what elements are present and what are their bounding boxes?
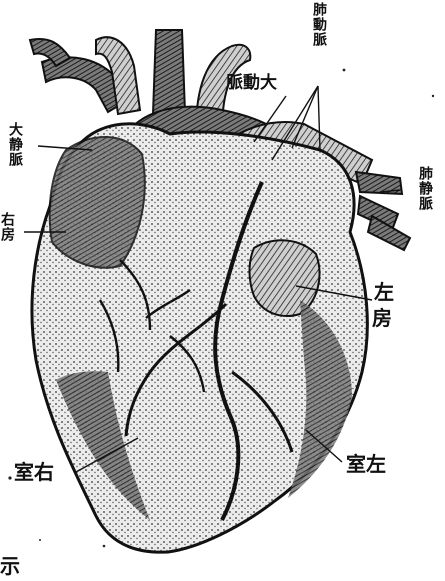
right-atrium-region (50, 137, 145, 268)
right-ventricle-label: 室右 (14, 462, 54, 482)
caption-fragment: 示 (0, 556, 20, 576)
left-atrium-label-bottom: 房 (372, 308, 392, 328)
right-atrium-label: 右房 (0, 212, 14, 242)
heart-body (32, 124, 367, 552)
left-atrium-label-top: 左 (374, 282, 394, 302)
vena-cava-label: 大静脈 (8, 122, 22, 167)
left-atrium-region (250, 240, 320, 316)
pulmonary-artery-label: 肺動脈 (312, 2, 326, 47)
aorta-label: 脈動大 (226, 75, 277, 92)
left-ventricle-label: 室左 (346, 454, 386, 474)
pulmonary-vein-label: 肺静脈 (418, 166, 432, 211)
